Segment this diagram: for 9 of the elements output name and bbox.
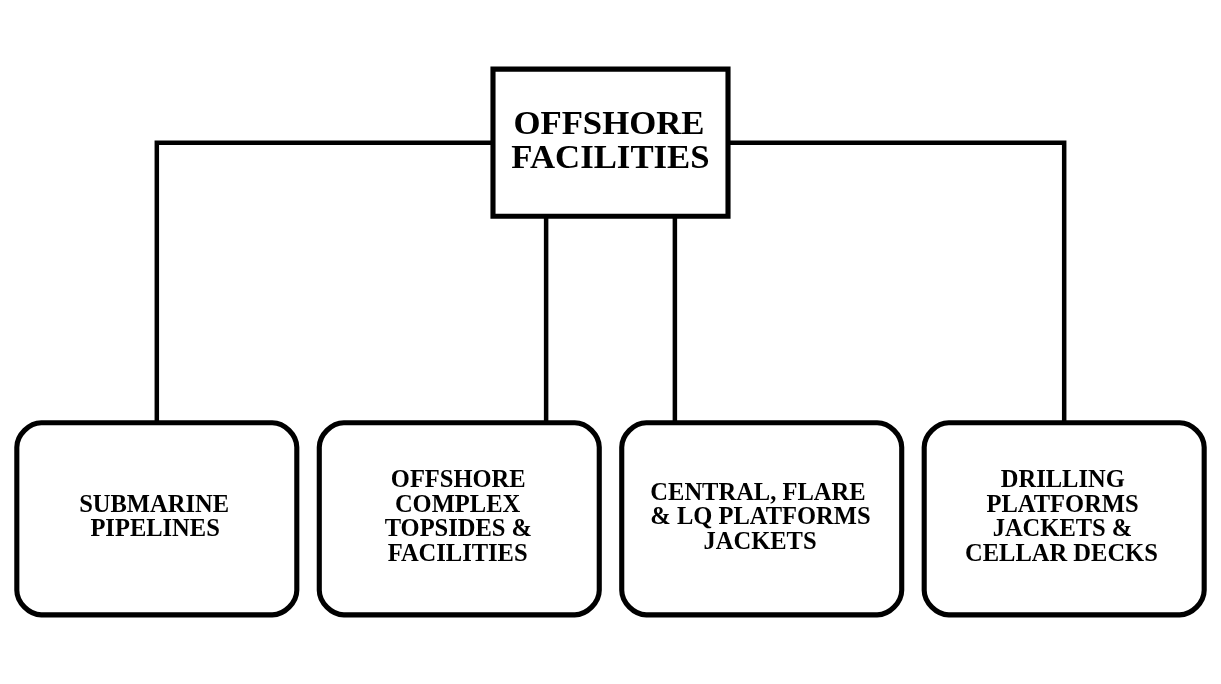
node-box: SUBMARINE PIPELINES — [14, 420, 300, 618]
node-box: CENTRAL, FLARE & LQ PLATFORMS JACKETS — [619, 420, 905, 618]
node-box: OFFSHORE FACILITIES — [490, 66, 731, 219]
connector — [728, 140, 1067, 422]
connector — [543, 217, 549, 423]
connector — [154, 140, 493, 422]
node-box: OFFSHORE COMPLEX TOPSIDES & FACILITIES — [316, 420, 602, 618]
connector — [672, 217, 678, 423]
node-box: DRILLING PLATFORMS JACKETS & CELLAR DECKS — [921, 420, 1207, 618]
